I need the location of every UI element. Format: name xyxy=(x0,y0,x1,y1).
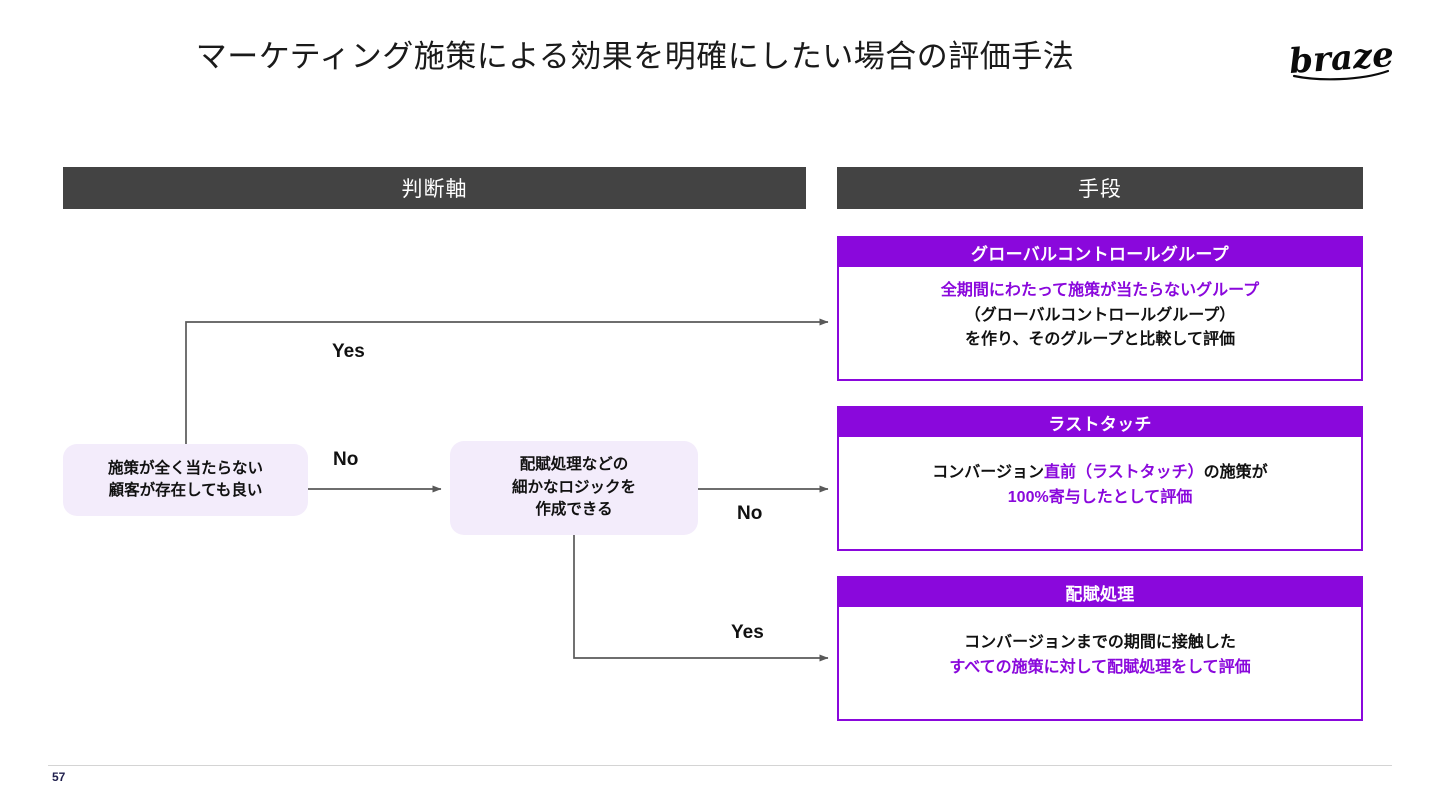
connector-node2-yes xyxy=(573,535,829,662)
column-header-methods: 手段 xyxy=(837,167,1363,209)
column-header-criteria: 判断軸 xyxy=(63,167,806,209)
method-card-2-line2: 100%寄与したとして評価 xyxy=(1007,489,1193,506)
method-card-3-body: コンバージョンまでの期間に接触した すべての施策に対して配賦処理をして評価 xyxy=(839,607,1361,719)
method-card-1-line1: 全期間にわたって施策が当たらないグループ xyxy=(940,281,1260,299)
branch-label-node2-no: No xyxy=(737,503,763,524)
method-card-2-line1-seg-c: の施策が xyxy=(1203,464,1268,482)
decision-node-2-line2: 細かなロジックを xyxy=(511,478,636,496)
method-card-2-body: コンバージョン直前（ラストタッチ）の施策が 100%寄与したとして評価 xyxy=(839,437,1361,549)
method-card-allocation[interactable]: 配賦処理 コンバージョンまでの期間に接触した すべての施策に対して配賦処理をして… xyxy=(837,576,1363,721)
decision-node-1-line1: 施策が全く当たらない xyxy=(107,459,263,477)
page-number: 57 xyxy=(52,770,66,784)
method-card-2-header: ラストタッチ xyxy=(839,408,1361,437)
decision-node-1[interactable]: 施策が全く当たらない 顧客が存在しても良い xyxy=(63,444,308,516)
decision-node-2-line1: 配賦処理などの xyxy=(519,456,629,474)
branch-label-node1-no: No xyxy=(333,449,359,470)
page-title: マーケティング施策による効果を明確にしたい場合の評価手法 xyxy=(195,39,1075,74)
branch-label-node2-yes: Yes xyxy=(731,622,764,643)
footer-divider xyxy=(48,765,1392,766)
method-card-1-body: 全期間にわたって施策が当たらないグループ （グローバルコントロールグループ） を… xyxy=(839,267,1361,379)
method-card-3-header: 配賦処理 xyxy=(839,578,1361,607)
branch-label-node1-yes: Yes xyxy=(332,341,365,362)
svg-text:braze: braze xyxy=(1288,40,1395,82)
decision-node-2[interactable]: 配賦処理などの 細かなロジックを 作成できる xyxy=(450,441,698,535)
braze-logo: braze xyxy=(1288,40,1398,86)
method-card-global-control-group[interactable]: グローバルコントロールグループ 全期間にわたって施策が当たらないグループ （グロ… xyxy=(837,236,1363,381)
method-card-1-header: グローバルコントロールグループ xyxy=(839,238,1361,267)
braze-wordmark-icon: braze xyxy=(1288,40,1395,82)
decision-node-2-line3: 作成できる xyxy=(535,501,613,519)
decision-node-1-line2: 顧客が存在しても良い xyxy=(108,482,263,499)
method-card-2-line1-seg-b: 直前（ラストタッチ） xyxy=(1043,464,1204,482)
method-card-3-line2: すべての施策に対して配賦処理をして評価 xyxy=(949,659,1251,676)
method-card-1-line2: （グローバルコントロールグループ） xyxy=(964,306,1236,324)
method-card-1-line3: を作り、そのグループと比較して評価 xyxy=(965,331,1235,349)
method-card-2-line1-seg-a: コンバージョン xyxy=(932,464,1044,482)
method-card-2-line1: コンバージョン直前（ラストタッチ）の施策が xyxy=(932,461,1267,486)
method-card-last-touch[interactable]: ラストタッチ コンバージョン直前（ラストタッチ）の施策が 100%寄与したとして… xyxy=(837,406,1363,551)
method-card-3-line1: コンバージョンまでの期間に接触した xyxy=(964,634,1236,652)
connector-node1-yes xyxy=(185,318,829,444)
